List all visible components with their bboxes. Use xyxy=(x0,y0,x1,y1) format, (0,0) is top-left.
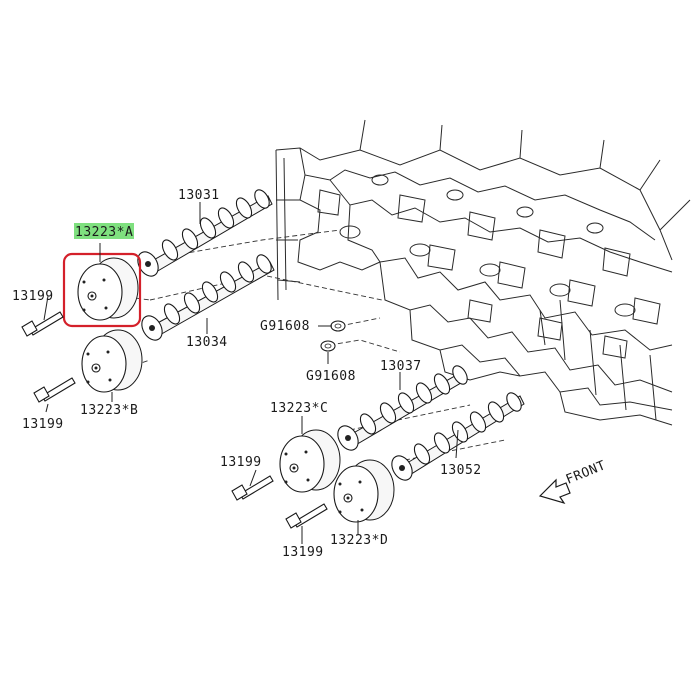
highlight-label-background xyxy=(74,223,134,239)
label-g91608-bottom: G91608 xyxy=(306,369,356,384)
label-13199-a: 13199 xyxy=(12,289,54,304)
label-13034: 13034 xyxy=(186,335,228,350)
label-13052: 13052 xyxy=(440,463,482,478)
label-13223a: 13223*A xyxy=(75,225,133,240)
sprocket-13223d xyxy=(333,459,395,523)
bolt-13199-d xyxy=(285,503,328,529)
label-13031: 13031 xyxy=(178,188,220,203)
camshaft-13052 xyxy=(391,392,525,481)
washer-g91608-bottom xyxy=(320,340,336,352)
label-13199-c: 13199 xyxy=(220,455,262,470)
washer-g91608-top xyxy=(330,320,346,332)
sprocket-13223c xyxy=(279,429,341,493)
camshaft-13034 xyxy=(141,254,275,341)
label-13223c: 13223*C xyxy=(270,401,328,416)
leader-lines xyxy=(43,202,459,544)
label-13199-d: 13199 xyxy=(282,545,324,560)
camshaft-13031 xyxy=(137,189,273,277)
label-13223b: 13223*B xyxy=(80,403,138,418)
label-g91608-top: G91608 xyxy=(260,319,310,334)
bolt-13199-a xyxy=(21,311,64,337)
label-13037: 13037 xyxy=(380,359,422,374)
bolt-13199-b xyxy=(33,377,76,403)
sprocket-13223b xyxy=(81,329,143,393)
front-arrow-icon xyxy=(538,478,571,505)
front-label: FRONT xyxy=(564,458,608,488)
bolt-13199-c xyxy=(231,475,274,501)
sprocket-13223a xyxy=(77,257,139,321)
highlight-box xyxy=(62,252,142,328)
camshaft-13037 xyxy=(337,365,468,451)
cylinder-head-illustration xyxy=(275,119,691,426)
label-13199-b: 13199 xyxy=(22,417,64,432)
label-13223d: 13223*D xyxy=(330,533,388,548)
